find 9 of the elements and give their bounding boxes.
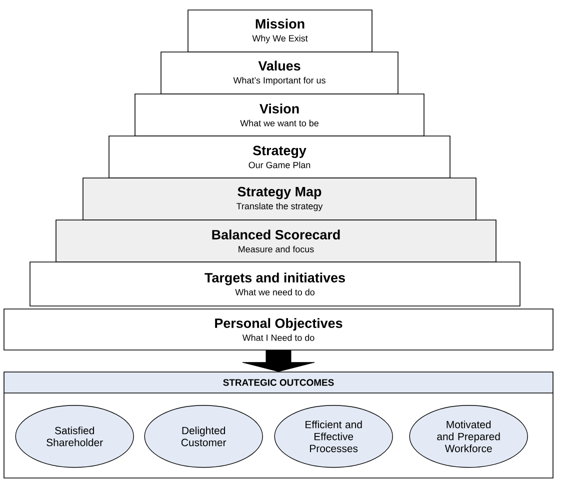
level-box: Strategy Our Game Plan: [108, 136, 450, 178]
level-box: Vision What we want to be: [134, 94, 424, 136]
block-arrow: [242, 350, 315, 372]
level-box: Balanced Scorecard Measure and focus: [56, 220, 496, 262]
level-box: Targets and initiatives What we need to do: [30, 262, 520, 306]
level-box: Strategy Map Translate the strategy: [82, 178, 476, 220]
level-box: Personal Objectives What I Need to do: [4, 308, 554, 350]
level-box: Mission Why We Exist: [188, 10, 372, 52]
level-box: Values What’s Important for us: [160, 52, 398, 94]
